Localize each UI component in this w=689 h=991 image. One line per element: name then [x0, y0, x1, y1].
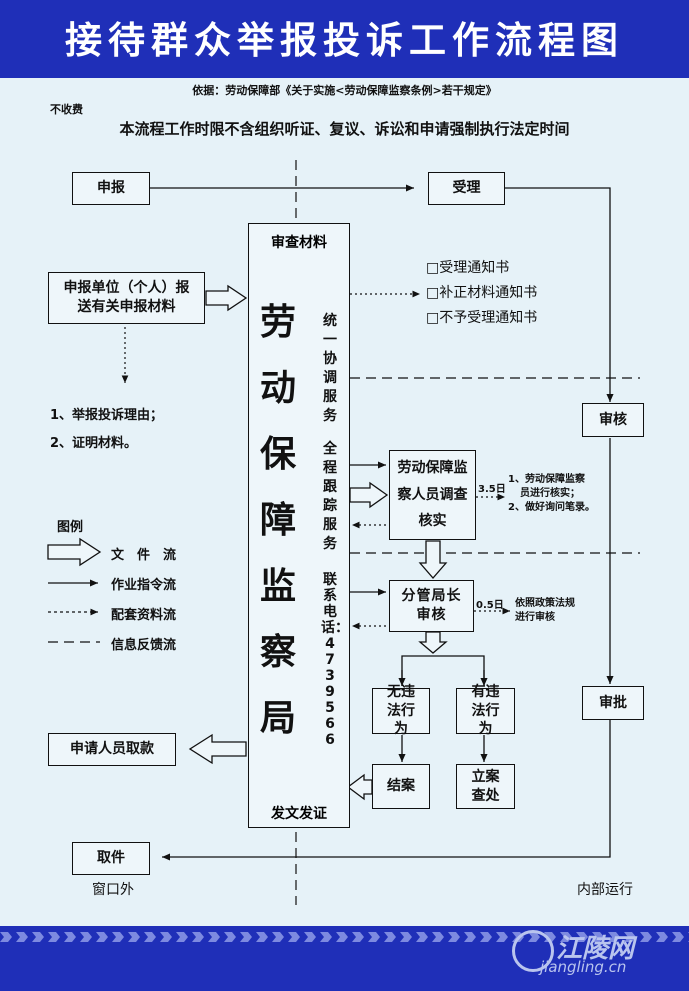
legend-item: 作业指令流	[111, 578, 177, 593]
legal-basis: 依据：劳动保障部《关于实施<劳动保障监察条例>若干规定》	[192, 84, 497, 97]
contact-phone: 联系电话：4739566	[321, 572, 349, 748]
material-item: 2、证明材料。	[50, 436, 138, 451]
no-fee-label: 不收费	[50, 103, 83, 116]
material-item: 1、举报投诉理由；	[50, 408, 164, 423]
site-logo-icon	[512, 930, 554, 972]
materials-list: 1、举报投诉理由； 2、证明材料。	[50, 402, 163, 458]
file-case-box: 立案查处	[456, 764, 515, 809]
director-box: 分管局长审核	[389, 580, 474, 632]
notice-item: □受理通知书	[426, 260, 510, 276]
note-line: 进行审核	[515, 612, 555, 623]
issue-docs-label: 发文发证	[271, 806, 327, 822]
accept-box: 受理	[428, 172, 505, 205]
legend-title: 图例	[57, 520, 84, 535]
notify-pickup-box: 申请人员取款	[48, 733, 176, 766]
tracking-service-label: 全程跟踪服务	[323, 441, 337, 552]
watermark-cn: 江陵网	[556, 934, 635, 964]
note-line: 2、做好询问笔录。	[508, 502, 595, 513]
page-title: 接待群众举报投诉工作流程图	[65, 19, 624, 62]
notice-list: □受理通知书 □补正材料通知书 □不予受理通知书	[426, 256, 537, 331]
apply-box: 申报	[72, 172, 150, 205]
pickup-box: 取件	[72, 842, 150, 875]
watermark-en: jiangling.cn	[540, 958, 627, 976]
applicant-box: 申报单位（个人）报送有关申报材料	[48, 272, 205, 324]
notice-item: □不予受理通知书	[426, 310, 538, 326]
notice-item: □补正材料通知书	[426, 285, 538, 301]
note-line: 依照政策法规	[515, 598, 575, 609]
note-line: 1、劳动保障监察	[508, 474, 585, 485]
violation-box: 有违法行为	[456, 684, 515, 737]
review-materials-label: 审查材料	[271, 235, 327, 251]
investigate-box: 劳动保障监察人员调查核实	[389, 450, 476, 540]
bureau-box	[248, 223, 350, 828]
close-case-box: 结案	[372, 764, 430, 809]
days-label-2: 0.5日	[476, 600, 504, 611]
footer-stripe	[0, 932, 689, 942]
director-note: 依照政策法规 进行审核	[515, 597, 575, 625]
approve-box: 审批	[582, 686, 644, 720]
note-line: 员进行核实；	[520, 488, 580, 499]
bureau-name: 劳动保障监察局	[259, 302, 296, 739]
time-limit-notice: 本流程工作时限不含组织听证、复议、诉讼和申请强制执行法定时间	[119, 120, 570, 138]
legend-item: 信息反馈流	[111, 638, 177, 653]
unified-service-label: 统一协调服务	[323, 313, 337, 424]
no-violation-box: 无违法行为	[372, 684, 430, 737]
legend-item: 文 件 流	[111, 548, 177, 563]
title-banner	[0, 0, 689, 78]
zone-inside-label: 内部运行	[577, 882, 633, 898]
legend-item: 配套资料流	[111, 608, 177, 623]
days-label-1: 3.5日	[478, 484, 506, 495]
verify-box: 审核	[582, 403, 644, 437]
investigate-note: 1、劳动保障监察 员进行核实； 2、做好询问笔录。	[508, 473, 595, 515]
zone-outside-label: 窗口外	[92, 882, 134, 898]
